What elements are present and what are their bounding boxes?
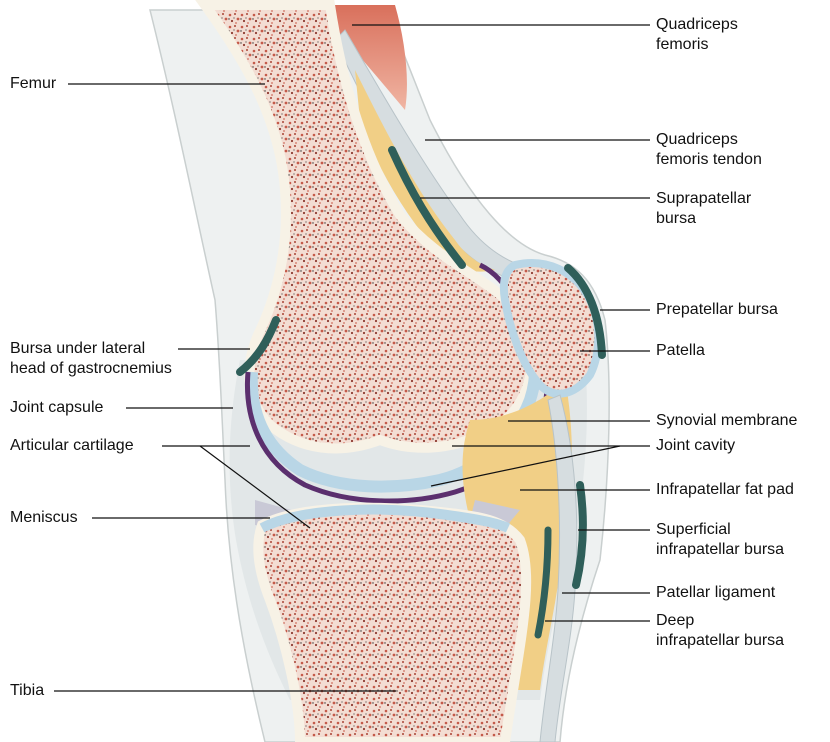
label-suprapatellar-bursa-line1: Suprapatellar (656, 189, 751, 209)
label-deep-line1: Deep (656, 611, 784, 631)
label-superficial-line1: Superficial (656, 520, 784, 540)
label-bursa-gastrocnemius: Bursa under lateral head of gastrocnemiu… (10, 339, 172, 379)
label-quadriceps-femoris-line1: Quadriceps (656, 15, 738, 35)
label-joint-capsule: Joint capsule (10, 398, 103, 418)
label-bursa-gastrocnemius-line1: Bursa under lateral (10, 339, 172, 359)
label-quadriceps-femoris-line2: femoris (656, 35, 738, 55)
label-synovial-membrane: Synovial membrane (656, 411, 797, 431)
label-superficial-line2: infrapatellar bursa (656, 540, 784, 560)
label-quadriceps-tendon: Quadriceps femoris tendon (656, 130, 762, 170)
label-joint-cavity: Joint cavity (656, 436, 735, 456)
label-tibia: Tibia (10, 681, 44, 701)
label-articular-cartilage: Articular cartilage (10, 436, 134, 456)
label-prepatellar-bursa: Prepatellar bursa (656, 300, 778, 320)
label-deep-infrapatellar-bursa: Deep infrapatellar bursa (656, 611, 784, 651)
label-suprapatellar-bursa-line2: bursa (656, 209, 751, 229)
label-femur: Femur (10, 74, 56, 94)
label-bursa-gastrocnemius-line2: head of gastrocnemius (10, 359, 172, 379)
label-superficial-infrapatellar-bursa: Superficial infrapatellar bursa (656, 520, 784, 560)
label-patellar-ligament: Patellar ligament (656, 583, 775, 603)
label-patella: Patella (656, 341, 705, 361)
tibia-shape (258, 508, 526, 742)
label-quadriceps-tendon-line2: femoris tendon (656, 150, 762, 170)
label-infrapatellar-fat-pad: Infrapatellar fat pad (656, 480, 794, 500)
label-quadriceps-femoris: Quadriceps femoris (656, 15, 738, 55)
label-deep-line2: infrapatellar bursa (656, 631, 784, 651)
label-quadriceps-tendon-line1: Quadriceps (656, 130, 762, 150)
label-suprapatellar-bursa: Suprapatellar bursa (656, 189, 751, 229)
label-meniscus: Meniscus (10, 508, 78, 528)
